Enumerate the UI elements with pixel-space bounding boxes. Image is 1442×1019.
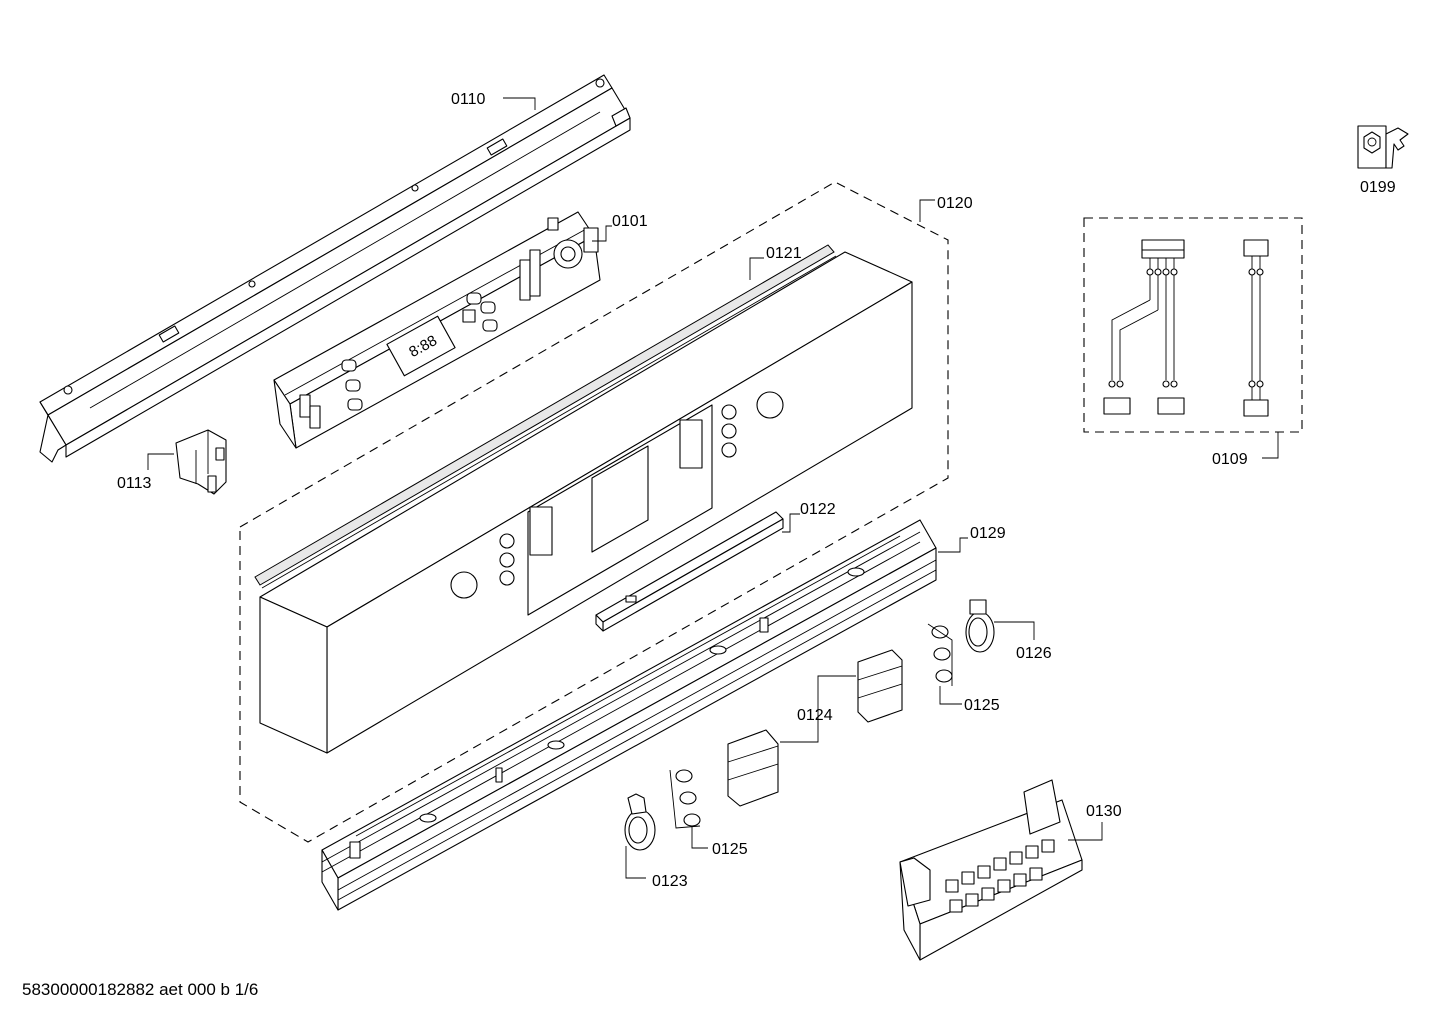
part-0121-facia-panel	[254, 244, 913, 754]
part-0113-bracket	[175, 429, 227, 495]
label-0113: 0113	[117, 475, 152, 492]
label-0110: 0110	[451, 91, 486, 108]
callout-0130: 0130	[1068, 803, 1122, 841]
board-buttons-left	[299, 359, 363, 429]
label-0129: 0129	[970, 525, 1006, 542]
label-0199: 0199	[1360, 179, 1396, 196]
part-0123-knob	[624, 793, 656, 851]
label-0125-upper: 0125	[964, 697, 1000, 714]
drawing-reference-footer: 58300000182882 aet 000 b 1/6	[22, 980, 259, 999]
part-0130-carrier	[899, 779, 1083, 961]
board-buttons-right	[462, 249, 541, 332]
part-0125-buttons-lower	[669, 769, 701, 829]
callout-0123: 0123	[625, 846, 688, 890]
callout-0129: 0129	[938, 525, 1006, 553]
harness-left	[1103, 239, 1185, 415]
label-0126: 0126	[1016, 645, 1052, 662]
label-0130: 0130	[1086, 803, 1122, 820]
label-0101: 0101	[612, 213, 648, 230]
part-0109-harness-set	[1083, 217, 1303, 433]
part-0199-service-wrench-icon	[1357, 125, 1409, 169]
label-0122: 0122	[800, 501, 836, 518]
part-0101-control-board: 8:88	[273, 211, 601, 449]
assembly-0120-boundary	[239, 181, 949, 843]
harness-right	[1243, 239, 1269, 417]
part-0122-strip	[595, 511, 784, 632]
callout-0122: 0122	[782, 501, 836, 533]
part-0129-trim-bar	[321, 519, 937, 911]
callout-0110: 0110	[451, 91, 536, 110]
callout-0125-lower: 0125	[691, 826, 748, 858]
callout-0109: 0109	[1212, 432, 1279, 468]
label-0124: 0124	[797, 707, 833, 724]
label-0120: 0120	[937, 195, 973, 212]
part-0126-knob	[965, 599, 995, 653]
callout-0121: 0121	[749, 245, 802, 280]
label-0109: 0109	[1212, 451, 1248, 468]
label-0121: 0121	[766, 245, 802, 262]
callout-0101: 0101	[592, 213, 648, 242]
part-0124-key-modules	[727, 649, 903, 807]
callout-0126: 0126	[994, 621, 1052, 662]
callout-0125-upper: 0125	[939, 686, 1000, 714]
label-0123: 0123	[652, 873, 688, 890]
callout-0113: 0113	[117, 453, 174, 492]
callout-0124: 0124	[780, 675, 856, 743]
part-0125-buttons-upper	[927, 623, 953, 686]
part-0110-rail	[39, 74, 631, 463]
carrier-cells	[945, 839, 1055, 913]
callout-0120: 0120	[919, 195, 973, 222]
label-0125-lower: 0125	[712, 841, 748, 858]
